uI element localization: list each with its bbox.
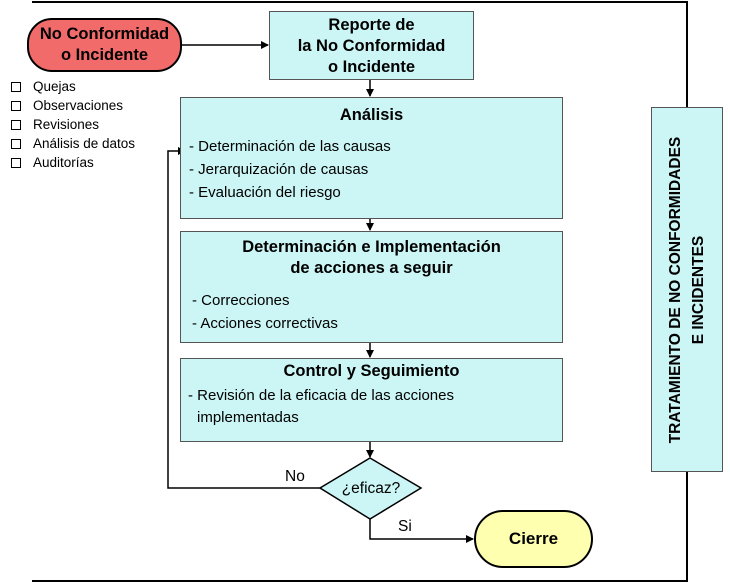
analysis-item: - Evaluación del riesgo [189, 184, 341, 201]
source-item: Auditorías [0, 153, 170, 172]
analysis-item: - Determinación de las causas [189, 138, 391, 155]
source-item: Revisiones [0, 115, 170, 134]
report-line3: o Incidente [327, 58, 416, 76]
source-item: Quejas [0, 77, 170, 96]
report-line2: la No Conformidad [297, 37, 446, 55]
side-label-box: TRATAMIENTO DE NO CONFORMIDADES E INCIDE… [651, 107, 723, 472]
arrow-no-loop [167, 147, 320, 489]
side-label-text: TRATAMIENTO DE NO CONFORMIDADES E INCIDE… [664, 115, 710, 465]
actions-title-line1: Determinación e Implementación [242, 238, 501, 256]
source-item: Observaciones [0, 96, 170, 115]
arrow-yes-to-end [369, 519, 474, 543]
decision-no-label: No [285, 468, 305, 485]
start-node-line2: o Incidente [60, 46, 149, 64]
report-line1: Reporte de [328, 16, 415, 34]
analysis-item: - Jerarquización de causas [189, 161, 369, 178]
side-label-line1: TRATAMIENTO DE NO CONFORMIDADES [667, 136, 684, 443]
start-node-line1: No Conformidad [39, 25, 170, 43]
report-box: Reporte de la No Conformidad o Incidente [269, 11, 474, 80]
actions-item: - Correcciones [192, 292, 290, 309]
control-item-line2: implementadas [197, 409, 299, 426]
checkbox-icon [11, 157, 21, 168]
actions-box: Determinación e Implementación de accion… [180, 231, 563, 343]
end-node-label: Cierre [508, 529, 559, 548]
source-item: Análisis de datos [0, 134, 170, 153]
checkbox-icon [11, 138, 21, 149]
checkbox-icon [11, 119, 21, 130]
control-item-line1: - Revisión de la eficacia de las accione… [188, 387, 454, 404]
control-box: Control y Seguimiento - Revisión de la e… [180, 358, 563, 442]
frame-top-line [32, 1, 688, 3]
actions-item: - Acciones correctivas [192, 315, 338, 332]
side-label-line2: E INCIDENTES [690, 235, 707, 344]
analysis-title: Análisis [339, 106, 404, 124]
decision-diamond [318, 457, 423, 520]
frame-bottom-line [32, 580, 688, 582]
analysis-box: Análisis - Determinación de las causas -… [180, 97, 563, 219]
start-node: No Conformidad o Incidente [27, 18, 182, 72]
end-node: Cierre [474, 510, 593, 568]
decision-yes-label: Si [398, 518, 412, 535]
checkbox-icon [11, 81, 21, 92]
decision-text: ¿eficaz? [341, 480, 401, 497]
source-list: Quejas Observaciones Revisiones Análisis… [0, 77, 170, 172]
checkbox-icon [11, 100, 21, 111]
actions-title-line2: de acciones a seguir [290, 259, 453, 277]
control-title: Control y Seguimiento [283, 362, 460, 380]
